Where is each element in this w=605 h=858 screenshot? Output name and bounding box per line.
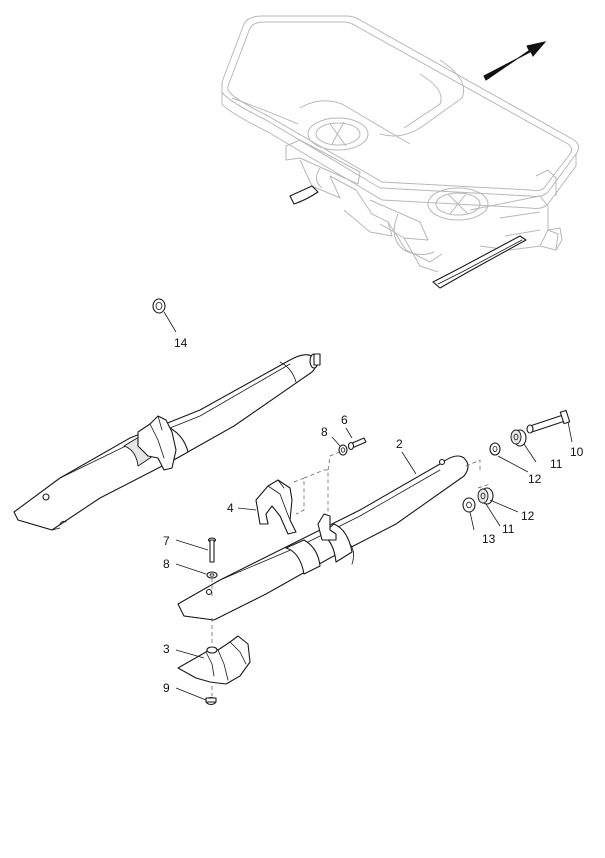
context-assembly-ghost <box>221 15 580 289</box>
callout-4: 4 <box>227 501 234 515</box>
assembly-lines <box>211 451 491 696</box>
washer-8-lower <box>206 571 218 579</box>
bolt-6 <box>347 437 367 451</box>
callout-11-lower: 11 <box>502 522 515 536</box>
washer-14 <box>152 298 166 314</box>
callout-8-lower: 8 <box>163 557 170 571</box>
callout-9: 9 <box>163 681 170 695</box>
callout-13: 13 <box>482 532 496 546</box>
deflector-3 <box>177 635 251 685</box>
nut-9 <box>205 696 217 706</box>
callout-2: 2 <box>396 437 403 451</box>
callout-10: 10 <box>570 445 584 459</box>
spinner-arm-upper <box>13 353 321 531</box>
callout-3: 3 <box>163 642 170 656</box>
washer-12-upper <box>489 442 501 456</box>
washer-8-upper <box>338 444 348 456</box>
nut-11-lower <box>477 487 494 505</box>
callout-labels: 14 6 8 2 10 11 12 4 12 13 11 7 8 3 9 <box>163 336 584 695</box>
callout-8-upper: 8 <box>321 425 328 439</box>
callout-14: 14 <box>174 336 188 350</box>
callout-11-upper: 11 <box>550 457 563 471</box>
direction-arrow <box>483 41 547 81</box>
bracket-4 <box>255 479 297 535</box>
callout-7: 7 <box>163 534 170 548</box>
callout-12-lower: 12 <box>521 509 535 523</box>
callout-12-upper: 12 <box>528 472 542 486</box>
nut-11-upper <box>510 429 527 447</box>
bolt-7 <box>207 537 217 563</box>
bolt-10 <box>526 409 571 434</box>
leader-lines <box>163 311 573 701</box>
spinner-arm-lower <box>177 455 469 621</box>
callout-6: 6 <box>341 413 348 427</box>
washer-13 <box>462 497 476 513</box>
